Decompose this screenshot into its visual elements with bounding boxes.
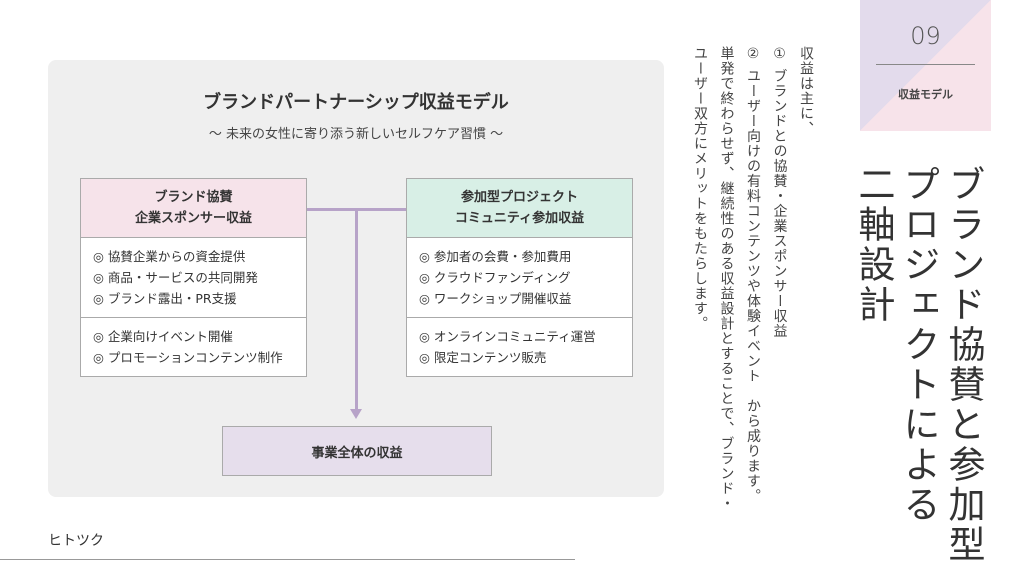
page-heading: ブランド協賛と参加型 プロジェクトによる 二軸設計 — [851, 165, 986, 565]
box-section: ◎ 参加者の会費・参加費用 ◎ クラウドファンディング ◎ ワークショップ開催収… — [407, 238, 632, 317]
body-line: ① ブランドとの協賛・企業スポンサー収益 — [771, 46, 788, 339]
diagram-panel: ブランドパートナーシップ収益モデル 〜 未来の女性に寄り添う新しいセルフケア習慣… — [48, 60, 664, 497]
box-header-line: 企業スポンサー収益 — [134, 211, 252, 226]
list-item: ◎ 参加者の会費・参加費用 — [419, 249, 572, 264]
list-item: ◎ プロモーションコンテンツ制作 — [93, 350, 283, 365]
section-tag: 09 収益モデル — [860, 0, 991, 131]
arrow-down-icon — [350, 409, 362, 419]
list-item: ◎ 協賛企業からの資金提供 — [93, 249, 246, 264]
list-item: ◎ 企業向けイベント開催 — [93, 329, 233, 344]
diagram-subtitle: 〜 未来の女性に寄り添う新しいセルフケア習慣 〜 — [208, 127, 504, 142]
list-item: ◎ クラウドファンディング — [419, 270, 571, 285]
diagram-title: ブランドパートナーシップ収益モデル — [203, 92, 509, 113]
list-item: ◎ ブランド露出・PR支援 — [93, 291, 237, 306]
box-section: ◎ オンラインコミュニティ運営 ◎ 限定コンテンツ販売 — [407, 317, 632, 376]
section-number: 09 — [910, 22, 941, 50]
box-header-line: ブランド協賛 — [154, 190, 233, 205]
footer-brand: ヒトツク — [48, 533, 104, 549]
box-section: ◎ 企業向けイベント開催 ◎ プロモーションコンテンツ制作 — [81, 317, 306, 376]
box-header-line: コミュニティ参加収益 — [454, 211, 585, 226]
body-line: ユーザー双方にメリットをもたらします。 — [692, 46, 708, 331]
sponsor-revenue-box: ブランド協賛 企業スポンサー収益 ◎ 協賛企業からの資金提供 ◎ 商品・サービス… — [80, 178, 307, 377]
heading-line: プロジェクトによる — [897, 165, 940, 525]
community-revenue-box: 参加型プロジェクト コミュニティ参加収益 ◎ 参加者の会費・参加費用 ◎ クラウ… — [406, 178, 633, 377]
box-header: ブランド協賛 企業スポンサー収益 — [81, 179, 306, 238]
list-item: ◎ オンラインコミュニティ運営 — [419, 329, 596, 344]
connector-vertical — [355, 208, 358, 413]
total-revenue-box: 事業全体の収益 — [222, 426, 492, 476]
list-item: ◎ ワークショップ開催収益 — [419, 291, 572, 306]
body-text: 収益は主に、 ① ブランドとの協賛・企業スポンサー収益 ② ユーザー向けの有料コ… — [687, 46, 820, 511]
section-label: 収益モデル — [898, 88, 953, 101]
list-item: ◎ 商品・サービスの共同開発 — [93, 270, 258, 285]
box-header-line: 参加型プロジェクト — [460, 190, 578, 205]
heading-line: ブランド協賛と参加型 — [942, 165, 985, 565]
footer-divider — [0, 559, 575, 560]
body-line: 収益は主に、 — [798, 46, 814, 136]
list-item: ◎ 限定コンテンツ販売 — [419, 350, 547, 365]
box-section: ◎ 協賛企業からの資金提供 ◎ 商品・サービスの共同開発 ◎ ブランド露出・PR… — [81, 238, 306, 317]
heading-line: 二軸設計 — [852, 165, 895, 325]
divider — [876, 64, 975, 65]
box-header: 参加型プロジェクト コミュニティ参加収益 — [407, 179, 632, 238]
body-line: ② ユーザー向けの有料コンテンツや体験イベント から成ります。 — [745, 46, 761, 504]
body-line: 単発で終わらせず、継続性のある収益設計とすることで、ブランド・ — [718, 46, 735, 511]
